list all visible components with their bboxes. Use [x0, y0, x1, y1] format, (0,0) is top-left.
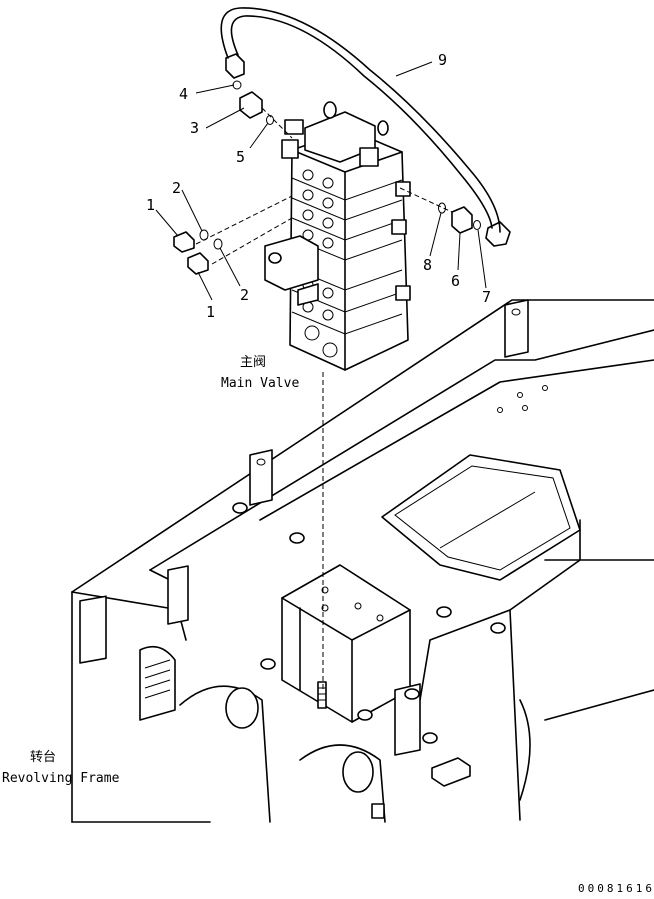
install-lines	[195, 107, 453, 690]
o-ring-part-4	[232, 80, 242, 90]
callout-8: 8	[423, 256, 432, 274]
hose-part-9	[220, 7, 501, 233]
labels: 主阀 Main Valve 转台 Revolving Frame 0008161…	[2, 355, 654, 895]
elbow-part-3	[239, 91, 263, 119]
callout-1-lower: 1	[206, 303, 215, 321]
leader-lines	[155, 61, 487, 301]
main-valve	[264, 101, 411, 371]
callout-3: 3	[190, 119, 199, 137]
o-ring-part-2-lower	[213, 238, 223, 250]
callouts: 1 2 1 2 3 4 5 6 7 8 9	[146, 51, 491, 321]
main-valve-label-cn: 主阀	[240, 355, 266, 370]
valve-ports	[302, 169, 338, 358]
callout-9: 9	[438, 51, 447, 69]
callout-4: 4	[179, 85, 188, 103]
connector-part-6	[451, 206, 473, 234]
callout-6: 6	[451, 272, 460, 290]
revolving-frame	[71, 299, 654, 823]
callout-5: 5	[236, 148, 245, 166]
callout-1-upper: 1	[146, 196, 155, 214]
callout-7: 7	[482, 288, 491, 306]
revolving-frame-label-en: Revolving Frame	[2, 771, 120, 786]
revolving-frame-label-cn: 转台	[30, 750, 56, 765]
o-ring-part-8	[438, 202, 446, 214]
callout-2-upper: 2	[172, 179, 181, 197]
main-valve-label-en: Main Valve	[221, 376, 299, 391]
callout-2-lower: 2	[240, 286, 249, 304]
plug-part-1-upper	[173, 231, 195, 253]
o-ring-part-7	[473, 220, 481, 230]
drawing-number: 00081616	[578, 882, 654, 895]
small-parts	[173, 53, 511, 275]
plug-part-1-lower	[187, 252, 209, 275]
